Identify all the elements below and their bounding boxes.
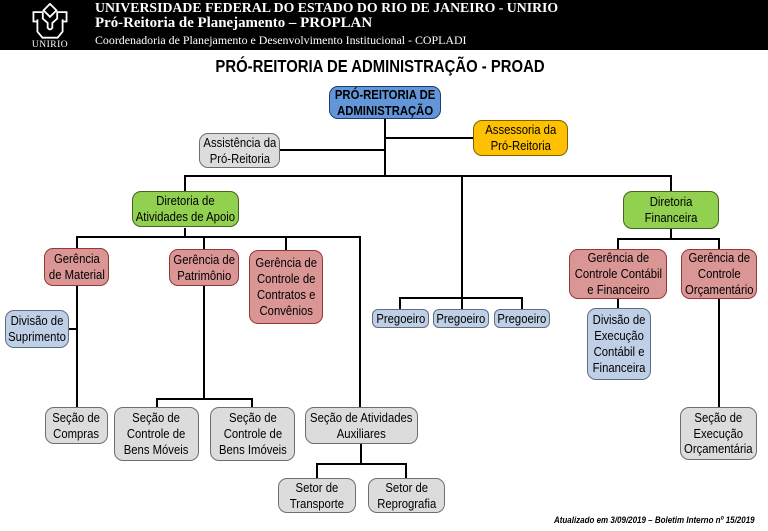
connector-line xyxy=(718,298,720,408)
connector-line xyxy=(76,236,361,238)
connector-line xyxy=(521,297,523,310)
connector-line xyxy=(399,297,401,310)
node-label: Pregoeiro xyxy=(497,310,547,326)
connector-line xyxy=(670,228,672,240)
node-setor-transporte: Setor de Transporte xyxy=(278,478,356,513)
update-note: Atualizado em 3/09/2019 – Boletim Intern… xyxy=(554,514,755,525)
connector-line xyxy=(203,236,205,250)
connector-line xyxy=(359,236,361,408)
connector-line xyxy=(68,328,77,330)
node-label: Assessoria da Pró-Reitoria xyxy=(484,122,556,153)
node-dir-apoio: Diretoria de Atividades de Apoio xyxy=(132,191,239,227)
node-label: PRÓ-REITORIA DE ADMINISTRAÇÃO xyxy=(334,87,436,118)
node-label: Setor de Reprografia xyxy=(376,479,437,511)
node-assistencia: Assistência da Pró-Reitoria xyxy=(199,133,280,168)
node-label: Gerência de Controle Contábil e Financei… xyxy=(574,250,662,297)
node-pregoeiro-1: Pregoeiro xyxy=(372,309,429,328)
node-label: Gerência de Controle Orçamentário xyxy=(684,250,754,297)
connector-line xyxy=(384,118,386,177)
unirio-logo-icon xyxy=(32,3,68,39)
connector-line xyxy=(461,175,463,311)
node-proad: PRÓ-REITORIA DE ADMINISTRAÇÃO xyxy=(329,86,441,119)
chart-title: PRÓ-REITORIA DE ADMINISTRAÇÃO - PROAD xyxy=(215,56,545,76)
node-sec-bens-imoveis: Seção de Controle de Bens Imóveis xyxy=(210,407,295,461)
connector-line xyxy=(251,398,253,408)
node-label: Seção de Controle de Bens Imóveis xyxy=(218,410,287,457)
node-label: Divisão de Suprimento xyxy=(8,313,66,344)
node-ger-patrimonio: Gerência de Patrimônio xyxy=(169,249,239,286)
connector-line xyxy=(399,297,523,299)
connector-line xyxy=(184,175,672,177)
header-copladi-name: Coordenadoria de Planejamento e Desenvol… xyxy=(95,32,467,47)
node-label: Seção de Execução Orçamentária xyxy=(684,409,753,457)
connector-line xyxy=(617,238,619,250)
node-label: Gerência de Patrimônio xyxy=(173,251,235,283)
connector-line xyxy=(156,398,253,400)
node-label: Seção de Controle de Bens Móveis xyxy=(124,410,189,457)
node-label: Seção de Compras xyxy=(52,409,101,441)
node-label: Gerência de Controle de Contratos e Conv… xyxy=(255,255,317,318)
connector-line xyxy=(617,298,619,309)
node-sec-atividades: Seção de Atividades Auxiliares xyxy=(305,407,418,444)
node-setor-reprografia: Setor de Reprografia xyxy=(368,478,445,513)
connector-line xyxy=(184,228,186,238)
connector-line xyxy=(718,238,720,250)
node-label: Divisão de Execução Contábil e Financeir… xyxy=(592,312,646,375)
node-sec-bens-moveis: Seção de Controle de Bens Móveis xyxy=(114,407,199,461)
connector-line xyxy=(156,398,158,408)
connector-line xyxy=(405,463,407,479)
connector-line xyxy=(76,236,78,249)
connector-line xyxy=(316,463,407,465)
connector-line xyxy=(385,137,474,139)
connector-line xyxy=(76,284,78,409)
node-label: Setor de Transporte xyxy=(289,479,345,511)
connector-line xyxy=(279,149,386,151)
node-label: Seção de Atividades Auxiliares xyxy=(310,409,413,441)
node-ger-contratos: Gerência de Controle de Contratos e Conv… xyxy=(249,250,323,324)
connector-line xyxy=(285,236,287,251)
node-label: Diretoria Financeira xyxy=(644,194,698,225)
node-ger-contabil: Gerência de Controle Contábil e Financei… xyxy=(569,249,667,299)
node-sec-execucao: Seção de Execução Orçamentária xyxy=(680,407,757,460)
node-dir-financeira: Diretoria Financeira xyxy=(623,191,719,229)
connector-line xyxy=(670,175,672,192)
node-ger-material: Gerência de Material xyxy=(44,248,109,286)
node-pregoeiro-2: Pregoeiro xyxy=(433,309,489,328)
connector-line xyxy=(203,285,205,400)
node-sec-compras: Seção de Compras xyxy=(45,407,108,444)
header-proplan-name: Pró-Reitoria de Planejamento – PROPLAN xyxy=(95,15,373,31)
node-label: Gerência de Material xyxy=(48,251,105,282)
node-assessoria: Assessoria da Pró-Reitoria xyxy=(473,120,568,156)
node-ger-orcamentario: Gerência de Controle Orçamentário xyxy=(681,249,757,299)
node-label: Pregoeiro xyxy=(436,310,486,326)
connector-line xyxy=(184,175,186,192)
connector-line xyxy=(617,238,720,240)
header-band: UNIRIO UNIVERSIDADE FEDERAL DO ESTADO DO… xyxy=(0,0,768,50)
node-label: Pregoeiro xyxy=(375,310,426,326)
node-label: Assistência da Pró-Reitoria xyxy=(203,134,276,166)
node-pregoeiro-3: Pregoeiro xyxy=(494,309,550,328)
node-label: Diretoria de Atividades de Apoio xyxy=(135,193,236,224)
logo-label: UNIRIO xyxy=(31,40,69,50)
header-university-name: UNIVERSIDADE FEDERAL DO ESTADO DO RIO DE… xyxy=(95,0,559,15)
node-div-execucao: Divisão de Execução Contábil e Financeir… xyxy=(587,308,651,380)
connector-line xyxy=(360,443,362,465)
node-div-suprimento: Divisão de Suprimento xyxy=(5,310,69,348)
connector-line xyxy=(316,463,318,479)
